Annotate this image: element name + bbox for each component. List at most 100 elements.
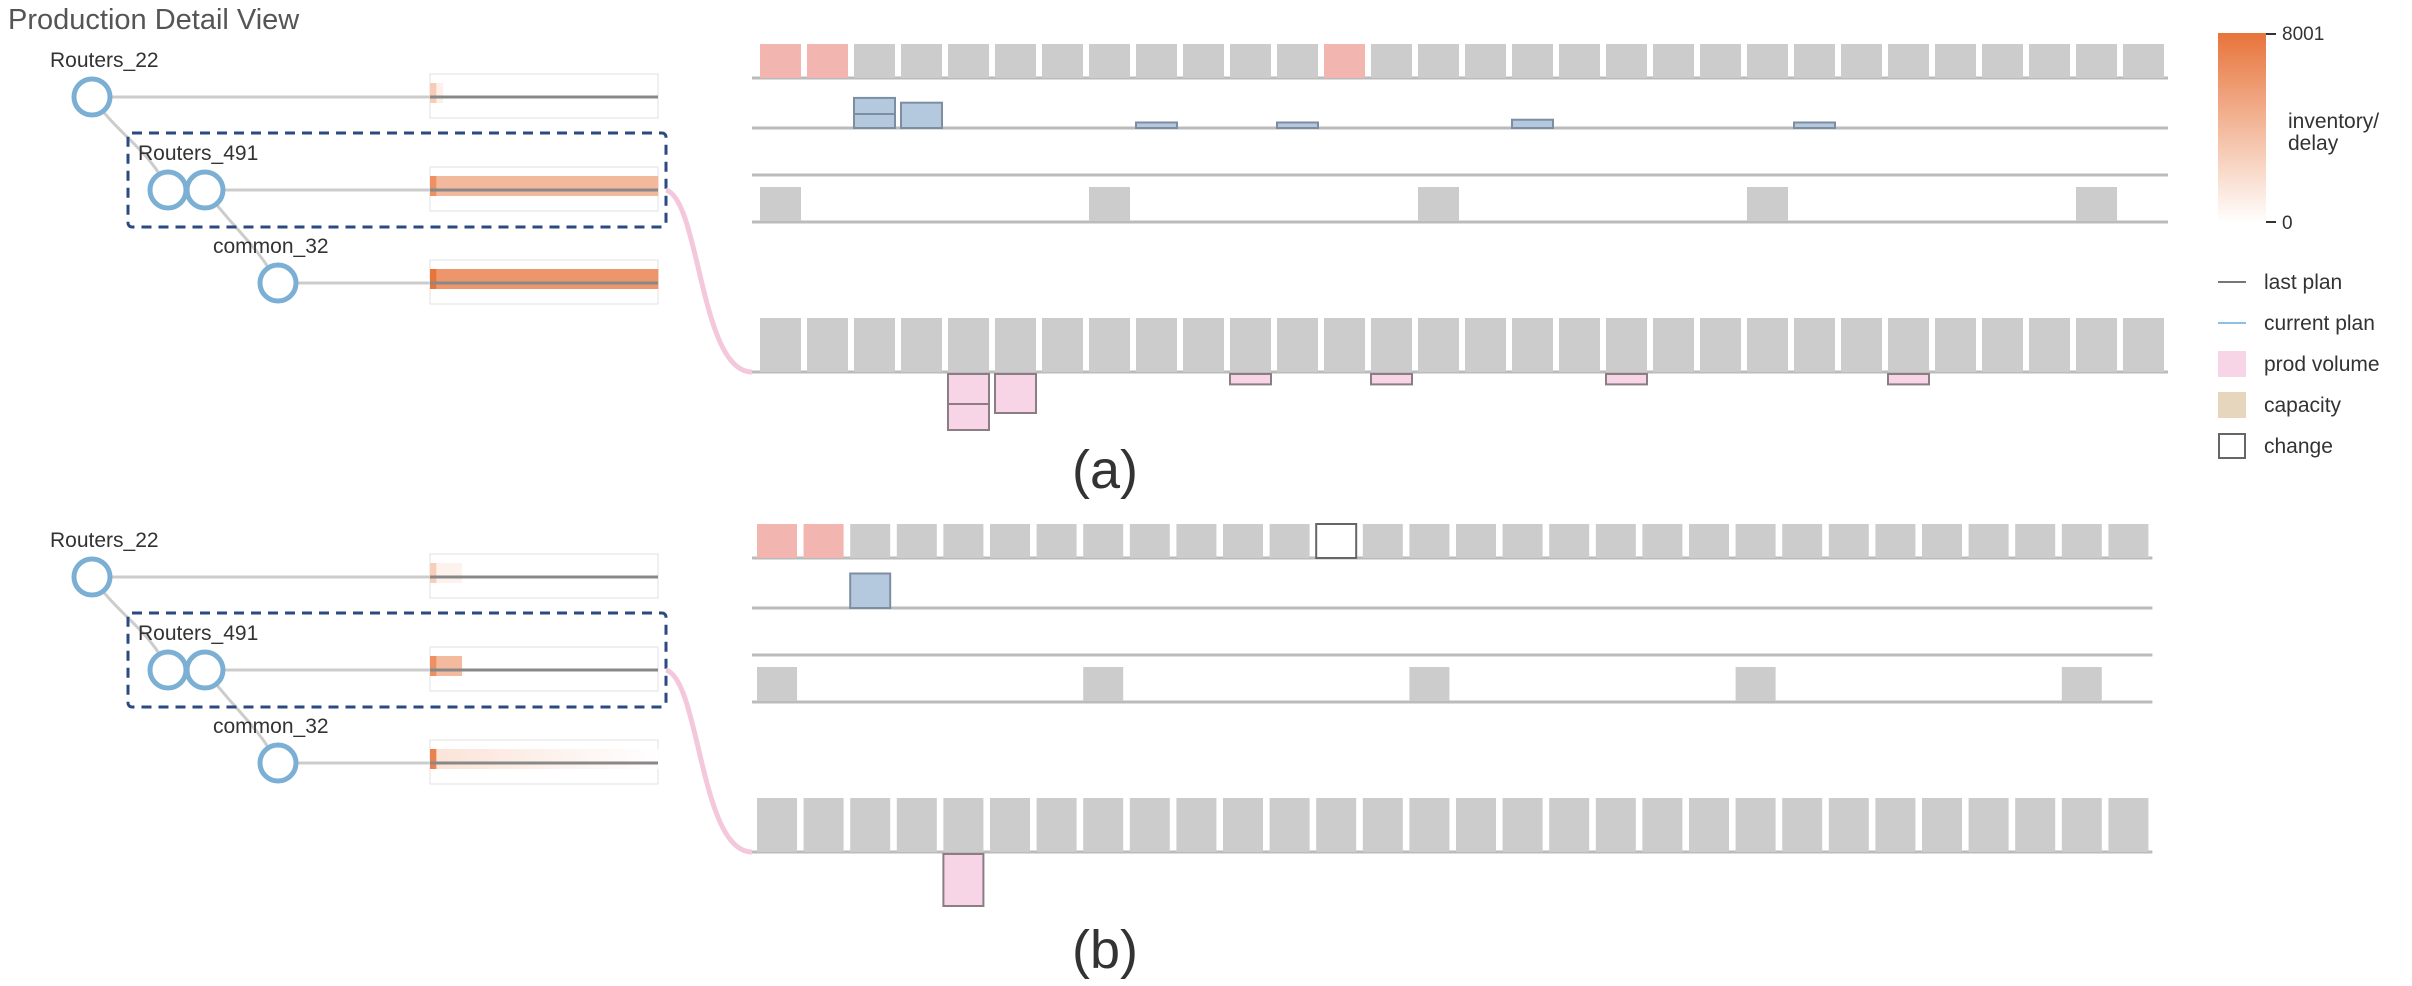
production-cell[interactable]	[1549, 798, 1590, 852]
production-cell[interactable]	[1362, 798, 1403, 852]
delay-cell[interactable]	[1418, 44, 1459, 78]
production-cell[interactable]	[1223, 798, 1263, 852]
production-cell[interactable]	[1935, 318, 1976, 372]
delay-cell[interactable]	[760, 44, 801, 78]
tree-node-circle[interactable]	[184, 169, 226, 211]
delay-cell[interactable]	[1653, 44, 1694, 78]
delay-cell[interactable]	[1089, 44, 1130, 78]
delay-cell[interactable]	[1782, 524, 1823, 558]
delay-cell[interactable]	[896, 524, 937, 558]
production-cell[interactable]	[1409, 798, 1450, 852]
production-cell[interactable]	[2015, 798, 2056, 852]
delay-cell[interactable]	[1735, 524, 1776, 558]
delay-cell[interactable]	[1747, 44, 1788, 78]
production-cell[interactable]	[1269, 798, 1310, 852]
production-cell[interactable]	[1982, 318, 2023, 372]
delay-cell[interactable]	[990, 524, 1030, 558]
tree-node-circle[interactable]	[147, 649, 189, 691]
production-cell[interactable]	[1735, 798, 1776, 852]
delay-cell[interactable]	[1968, 524, 2009, 558]
delay-cell[interactable]	[1315, 523, 1358, 559]
production-cell[interactable]	[1512, 318, 1553, 372]
production-cell[interactable]	[1316, 798, 1357, 852]
delay-cell[interactable]	[1700, 44, 1741, 78]
production-cell[interactable]	[2123, 318, 2164, 372]
delay-cell[interactable]	[1223, 524, 1263, 558]
delay-cell[interactable]	[1409, 524, 1450, 558]
delay-cell[interactable]	[1036, 524, 1077, 558]
delay-cell[interactable]	[1324, 44, 1365, 78]
production-cell[interactable]	[1747, 318, 1788, 372]
production-cell[interactable]	[1230, 318, 1271, 372]
production-cell[interactable]	[854, 318, 895, 372]
production-cell[interactable]	[1465, 318, 1506, 372]
production-cell[interactable]	[901, 318, 942, 372]
tree-node-circle[interactable]	[147, 169, 189, 211]
tree-node-circle[interactable]	[257, 742, 299, 784]
tree-node-circle[interactable]	[71, 76, 113, 118]
delay-cell[interactable]	[1828, 524, 1869, 558]
delay-cell[interactable]	[1183, 44, 1224, 78]
delay-cell[interactable]	[850, 524, 891, 558]
production-cell[interactable]	[2029, 318, 2070, 372]
production-cell[interactable]	[896, 798, 937, 852]
production-cell[interactable]	[1502, 798, 1543, 852]
production-cell[interactable]	[1136, 318, 1177, 372]
production-cell[interactable]	[1700, 318, 1741, 372]
delay-cell[interactable]	[1502, 524, 1543, 558]
delay-cell[interactable]	[1559, 44, 1600, 78]
delay-cell[interactable]	[943, 524, 984, 558]
production-cell[interactable]	[948, 318, 989, 372]
delay-cell[interactable]	[1042, 44, 1083, 78]
delay-cell[interactable]	[1794, 44, 1835, 78]
delay-cell[interactable]	[1176, 524, 1217, 558]
delay-cell[interactable]	[2123, 44, 2164, 78]
tree-node-circle[interactable]	[184, 649, 226, 691]
delay-cell[interactable]	[1230, 44, 1271, 78]
delay-cell[interactable]	[1083, 524, 1124, 558]
delay-cell[interactable]	[1922, 524, 1962, 558]
production-cell[interactable]	[943, 798, 984, 852]
delay-cell[interactable]	[803, 524, 844, 558]
delay-cell[interactable]	[1277, 44, 1318, 78]
production-cell[interactable]	[1606, 318, 1647, 372]
delay-cell[interactable]	[807, 44, 848, 78]
production-cell[interactable]	[1559, 318, 1600, 372]
production-cell[interactable]	[803, 798, 844, 852]
delay-cell[interactable]	[1362, 524, 1403, 558]
production-cell[interactable]	[1782, 798, 1823, 852]
production-cell[interactable]	[760, 318, 801, 372]
delay-cell[interactable]	[1465, 44, 1506, 78]
delay-cell[interactable]	[1371, 44, 1412, 78]
production-cell[interactable]	[1968, 798, 2009, 852]
delay-cell[interactable]	[1606, 44, 1647, 78]
production-cell[interactable]	[1324, 318, 1365, 372]
production-cell[interactable]	[1888, 318, 1929, 372]
production-cell[interactable]	[1689, 798, 1729, 852]
delay-cell[interactable]	[995, 44, 1036, 78]
delay-cell[interactable]	[1875, 524, 1916, 558]
production-cell[interactable]	[1083, 798, 1124, 852]
selection-box[interactable]	[126, 611, 668, 709]
production-cell[interactable]	[2076, 318, 2117, 372]
delay-cell[interactable]	[1512, 44, 1553, 78]
production-cell[interactable]	[1653, 318, 1694, 372]
production-cell[interactable]	[1418, 318, 1459, 372]
delay-cell[interactable]	[1935, 44, 1976, 78]
production-cell[interactable]	[1089, 318, 1130, 372]
delay-cell[interactable]	[2108, 524, 2149, 558]
delay-cell[interactable]	[757, 524, 797, 558]
delay-cell[interactable]	[2076, 44, 2117, 78]
production-cell[interactable]	[1456, 798, 1496, 852]
production-cell[interactable]	[1277, 318, 1318, 372]
production-cell[interactable]	[995, 318, 1036, 372]
delay-cell[interactable]	[1642, 524, 1683, 558]
delay-cell[interactable]	[1136, 44, 1177, 78]
selection-box[interactable]	[126, 131, 668, 229]
production-cell[interactable]	[757, 798, 797, 852]
production-cell[interactable]	[1036, 798, 1077, 852]
production-cell[interactable]	[2061, 798, 2102, 852]
delay-cell[interactable]	[1595, 524, 1636, 558]
tree-node-circle[interactable]	[71, 556, 113, 598]
production-cell[interactable]	[1595, 798, 1636, 852]
